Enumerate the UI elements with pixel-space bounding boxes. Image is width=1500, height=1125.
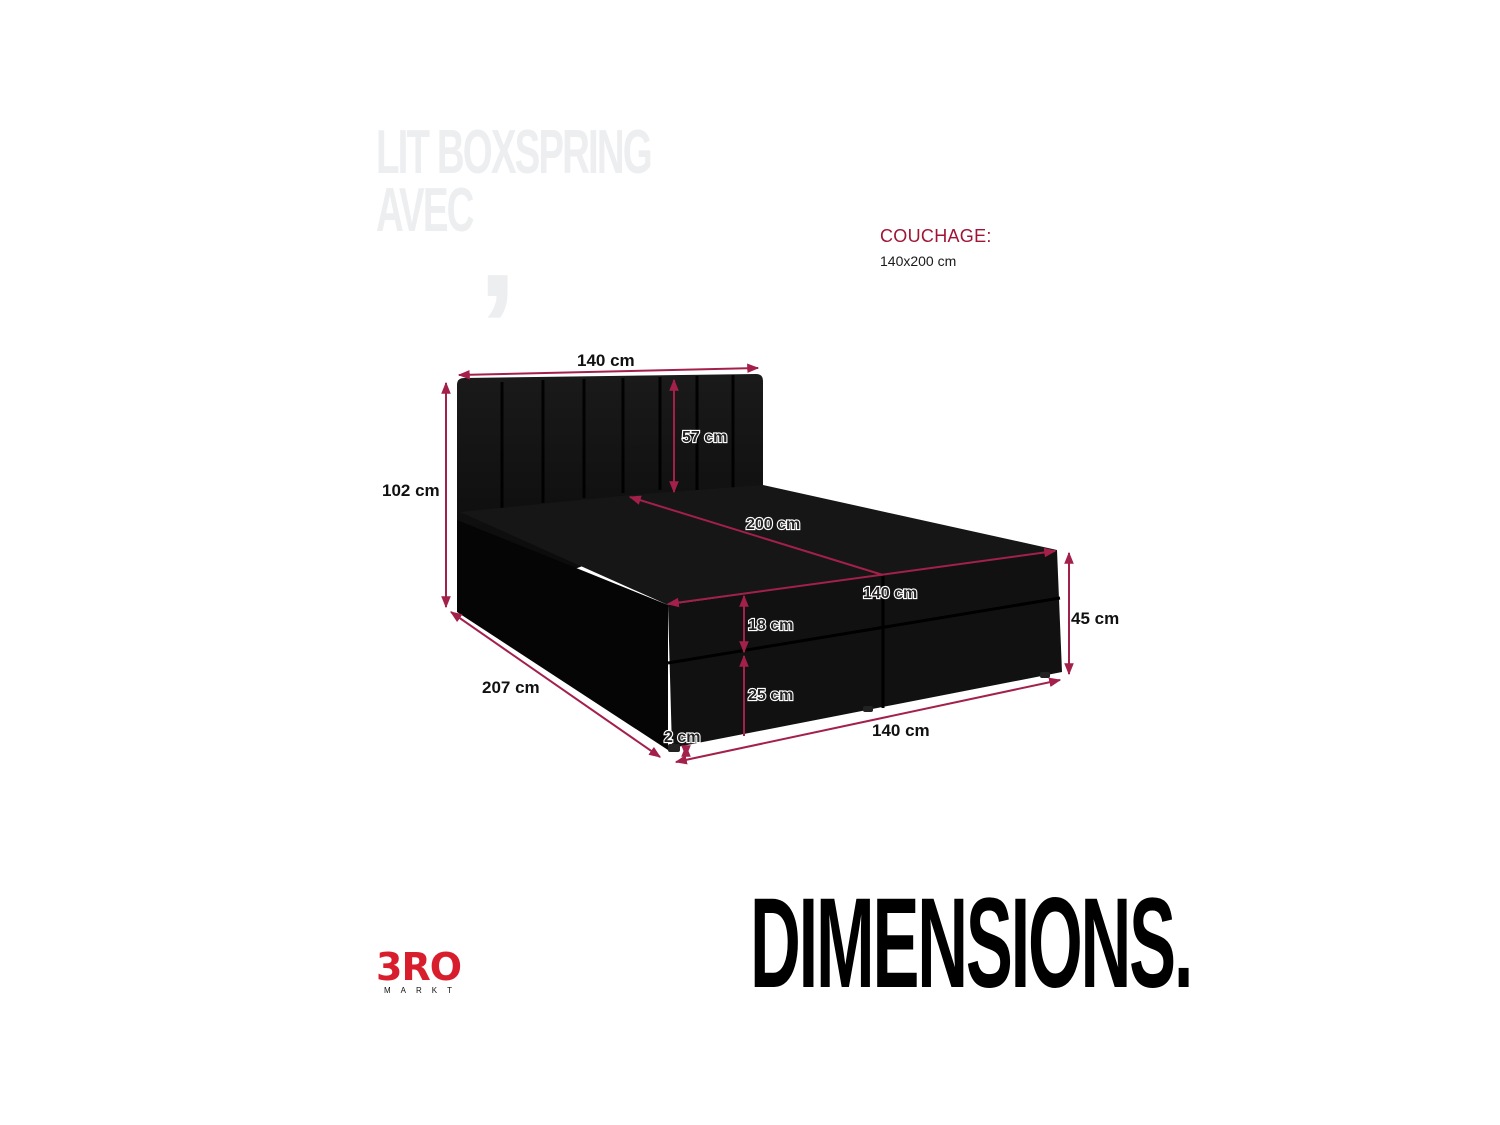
couchage-value: 140x200 cm — [880, 253, 957, 269]
mattress-length-label: 200 cm — [746, 516, 800, 533]
headboard-width-label: 140 cm — [577, 351, 635, 370]
couchage-info: COUCHAGE: 140x200 cm — [880, 226, 992, 269]
base-height-label: 45 cm — [1071, 609, 1119, 628]
total-length-label: 207 cm — [482, 678, 540, 697]
headboard-panel-height-label: 57 cm — [682, 429, 727, 446]
couchage-label: COUCHAGE: — [880, 226, 992, 246]
leg-height-label: 2 cm — [664, 729, 700, 746]
brand-logo: 3RO MARKT — [376, 945, 480, 995]
dimensions-title: DIMENSIONS. — [750, 872, 1193, 1015]
total-height-label: 102 cm — [382, 481, 440, 500]
mattress-width-label: 140 cm — [863, 585, 917, 602]
background-title-line2: AVEC — [376, 176, 474, 245]
background-title-line1: LIT BOXSPRING — [376, 118, 653, 187]
topper-height-label: 18 cm — [748, 617, 793, 634]
dimension-lines — [441, 363, 1074, 765]
background-comma: , — [478, 169, 517, 326]
background-title: LIT BOXSPRING AVEC — [376, 118, 653, 245]
box-height-label: 25 cm — [748, 687, 793, 704]
base-width-label: 140 cm — [872, 721, 930, 740]
logo-subtitle: MARKT — [384, 986, 462, 995]
logo-mark: 3RO — [376, 945, 462, 989]
